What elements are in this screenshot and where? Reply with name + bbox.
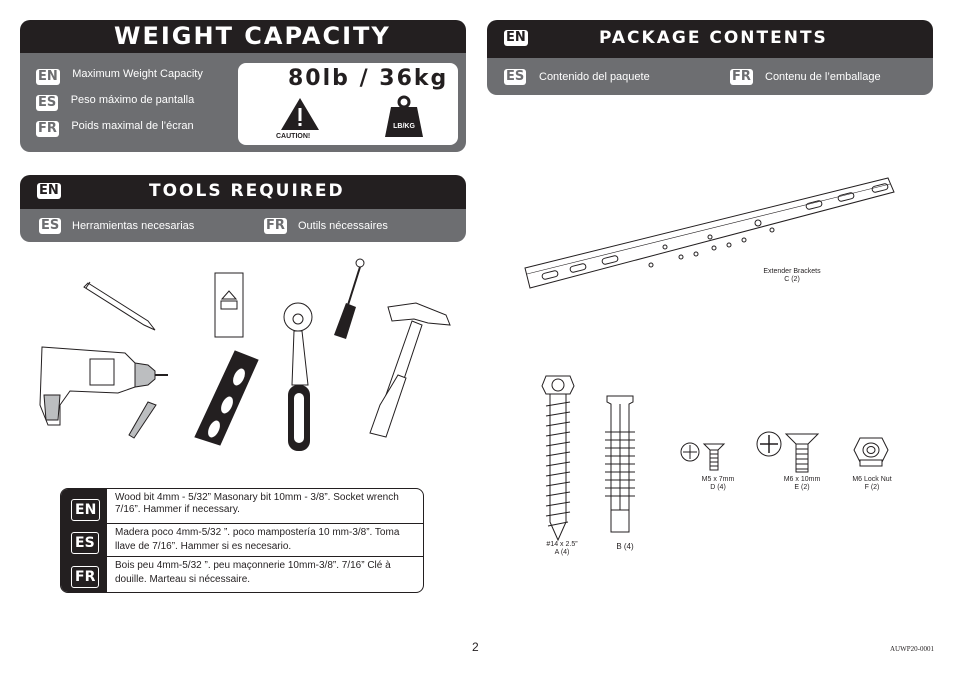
tools-table: EN Wood bit 4mm - 5/32” Masonary bit 10m… [60, 488, 424, 593]
package-title: PACKAGE CONTENTS [599, 28, 828, 48]
drill-icon [39, 346, 168, 439]
weight-row-en: EN Maximum Weight Capacity [36, 67, 203, 85]
document-code: AUWP20-0001 [890, 645, 934, 653]
tools-label-es: Herramientas necesarias [72, 220, 195, 232]
bracket-label: Extender Brackets C (2) [752, 268, 832, 284]
package-badge-fr: FR [730, 69, 753, 85]
ratchet-icon [283, 302, 313, 451]
m5-name: M5 x 7mm [701, 476, 735, 483]
nut-qty: F (2) [864, 484, 880, 491]
table-badge-fr: FR [71, 566, 100, 588]
screw-a-label: #14 x 2.5” A (4) [532, 541, 592, 557]
weight-value: 80lb / 36kg [288, 66, 449, 91]
weight-row-fr: FR Poids maximal de l’écran [36, 119, 194, 137]
weight-icon: LB/KG [385, 95, 423, 137]
lang-badge-es: ES [36, 95, 59, 111]
weight-value-box: 80lb / 36kg CAUTION! LB/KG [238, 63, 458, 145]
anchor-b-label: B (4) [616, 542, 634, 551]
table-row-en: EN Wood bit 4mm - 5/32” Masonary bit 10m… [61, 489, 423, 523]
table-row-fr: FR Bois peu 4mm-5/32 ”. peu maçonnerie 1… [61, 556, 423, 592]
tools-badge-fr: FR [264, 218, 287, 234]
package-label-fr: Contenu de l’emballage [765, 71, 881, 83]
table-text-es: Madera poco 4mm-5/32 ”. poco mampostería… [115, 527, 400, 552]
level-icon [194, 272, 259, 446]
weight-capacity-title: WEIGHT CAPACITY [114, 22, 391, 50]
table-text-en: Wood bit 4mm - 5/32” Masonary bit 10mm -… [115, 492, 399, 515]
nut-label: M6 Lock Nut F (2) [844, 476, 900, 492]
wall-anchor-icon [605, 395, 635, 533]
caution-label: CAUTION! [276, 133, 311, 140]
m5-screw-icon [680, 442, 726, 471]
package-band: ES Contenido del paquete FR Contenu de l… [487, 58, 933, 95]
tools-illustration [39, 258, 451, 451]
m6-name: M6 x 10mm [783, 476, 821, 483]
m5-label: M5 x 7mm D (4) [690, 476, 746, 492]
screwdriver-icon [334, 258, 365, 339]
screw-a-name: #14 x 2.5” [546, 541, 578, 548]
m6-qty: E (2) [794, 484, 810, 491]
lang-badge-fr: FR [36, 121, 59, 137]
package-badge-es: ES [504, 69, 527, 85]
lag-screw-icon [541, 375, 575, 542]
m6-screw-icon [756, 431, 820, 473]
pencil-icon [83, 281, 156, 331]
tools-badge-es: ES [39, 218, 62, 234]
table-badge-en: EN [71, 499, 101, 521]
table-badge-es: ES [71, 532, 99, 554]
table-row-es: ES Madera poco 4mm-5/32 ”. poco mamposte… [61, 523, 423, 557]
hammer-icon [369, 302, 451, 438]
package-label-es: Contenido del paquete [539, 71, 650, 83]
weight-unit-label: LB/KG [393, 123, 415, 130]
weight-capacity-header: WEIGHT CAPACITY [20, 20, 466, 53]
weight-row-es: ES Peso máximo de pantalla [36, 93, 194, 111]
lock-nut-icon [853, 437, 889, 467]
weight-label-es: Peso máximo de pantalla [70, 94, 195, 106]
m6-label: M6 x 10mm E (2) [774, 476, 830, 492]
weight-label-fr: Poids maximal de l’écran [71, 120, 194, 132]
tools-label-fr: Outils nécessaires [298, 220, 388, 232]
extender-bracket-icon [524, 177, 895, 289]
table-text-fr: Bois peu 4mm-5/32 ”. peu maçonnerie 10mm… [115, 560, 391, 585]
m5-qty: D (4) [710, 484, 726, 491]
weight-capacity-band: EN Maximum Weight Capacity ES Peso máxim… [20, 53, 466, 152]
page-number: 2 [472, 640, 479, 654]
package-header: EN PACKAGE CONTENTS [487, 20, 933, 58]
nut-name: M6 Lock Nut [852, 476, 892, 483]
lang-badge-en: EN [36, 69, 60, 85]
weight-label-en: Maximum Weight Capacity [72, 68, 203, 80]
tools-title: TOOLS REQUIRED [149, 181, 345, 201]
tools-badge-en: EN [37, 183, 61, 199]
tools-header: EN TOOLS REQUIRED [20, 175, 466, 209]
bracket-name: Extender Brackets [763, 268, 821, 275]
bracket-qty: C (2) [784, 276, 800, 283]
screw-a-qty: A (4) [554, 549, 570, 556]
tools-band: ES Herramientas necesarias FR Outils néc… [20, 209, 466, 242]
package-badge-en: EN [504, 30, 528, 46]
caution-icon [281, 98, 319, 130]
